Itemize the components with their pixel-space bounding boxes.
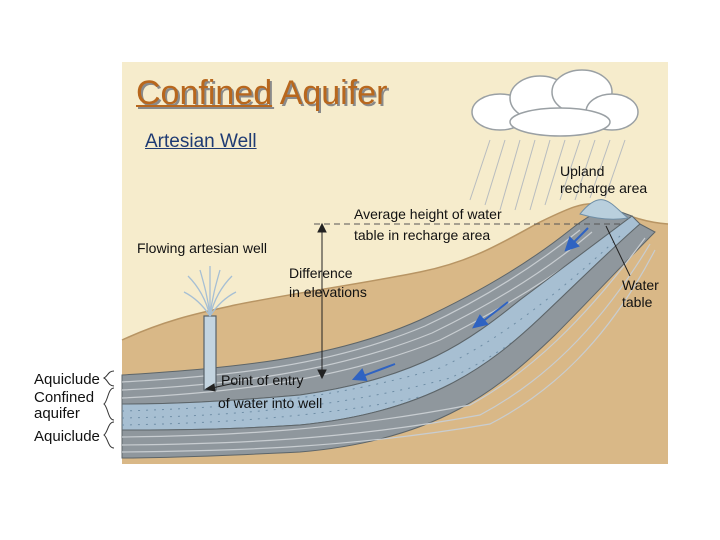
confined-aquifer-label-2: aquifer [34,405,80,422]
water-table-pointer [605,225,631,277]
aquiclude-top-label: Aquiclude [34,371,100,388]
flowing-well-label: Flowing artesian well [137,240,267,256]
rain-icon [469,139,626,211]
avg-height-label-2: table in recharge area [354,227,490,243]
entry-label-2: of water into well [218,395,322,411]
cloud-icon [471,69,639,137]
aquifer-stipple [121,235,635,426]
well-spray-icon [183,266,237,317]
title-word-aquifer: Aquifer [279,74,388,112]
subtitle: Artesian Well [145,131,257,152]
aquiclude-lower [121,223,656,459]
entry-arrow [204,382,236,392]
title-word-confined: Confined [136,74,273,112]
entry-label-1: Point of entry [221,372,304,388]
flow-arrow-icon [351,227,589,382]
difference-label-1: Difference [289,265,353,281]
difference-label-2: in elevations [289,284,367,300]
recharge-area-label: recharge area [560,180,647,196]
aquiclude-bottom-label: Aquiclude [34,428,100,445]
upland-label: Upland [560,163,604,179]
well-casing [203,315,217,391]
aquiclude-lower-strata [121,237,656,453]
confined-aquifer-label-1: Confined [34,389,94,406]
layer-braces [102,370,115,449]
recharge-mound [579,199,630,220]
elevation-difference-arrow [317,222,327,380]
page-title: Confined Aquifer [136,74,387,113]
avg-height-label-1: Average height of water [354,206,502,222]
water-table-label-1: Water [622,277,659,293]
water-table-label-2: table [622,294,653,310]
